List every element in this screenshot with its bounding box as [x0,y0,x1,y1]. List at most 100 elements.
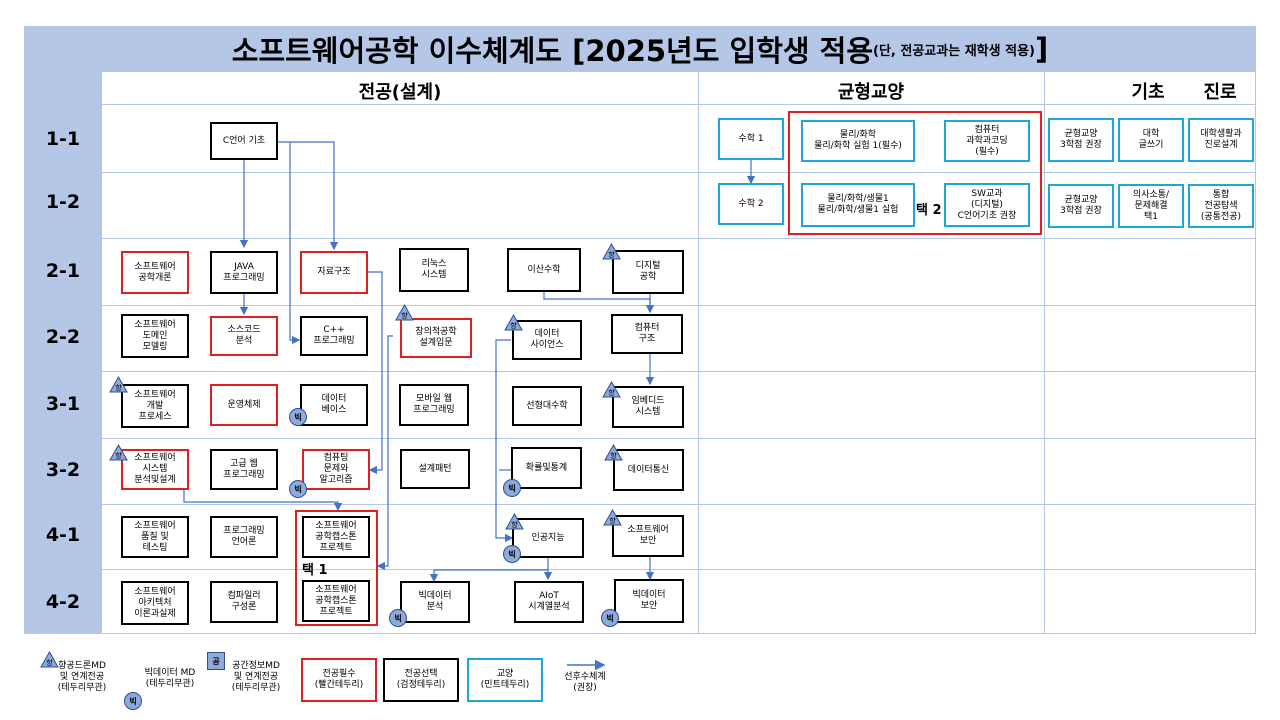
course-prob-stat[interactable]: 확률및통계 [511,447,582,489]
grid-line [102,305,1256,306]
course-bigdata-analysis[interactable]: 빅데이터 분석 [400,581,470,623]
course-math1[interactable]: 수학 1 [718,118,784,160]
grid-line [102,504,1256,505]
title-close: ] [1034,32,1049,66]
header-career: 진로 [1203,82,1237,103]
course-computing-algorithms[interactable]: 컴퓨팅 문제와 알고리즘 [302,449,370,490]
course-aiot[interactable]: AIoT 시계열분석 [514,581,584,623]
course-embedded-system[interactable]: 임베디드 시스템 [612,386,684,428]
title-sub: (단, 전공교과는 재학생 적용) [873,43,1035,59]
science-choice-label: 택 2 [916,203,942,218]
course-math2[interactable]: 수학 2 [718,183,784,225]
course-design-pattern[interactable]: 설계패턴 [400,449,470,489]
row-label-4-2: 4-2 [45,591,81,613]
bigdata-badge-icon: 빅 [601,609,619,627]
course-communication[interactable]: 의사소통/ 문제해결 택1 [1118,184,1184,228]
arrow-datasci-ai [495,339,514,543]
course-mobile-web[interactable]: 모바일 웹 프로그래밍 [399,384,469,426]
legend-gong-text: 공간정보MD 및 연계전공 (테두리무관) [231,661,281,693]
course-source-analysis[interactable]: 소스코드 분석 [210,316,278,356]
hyang-badge-icon: 향 [395,303,414,321]
course-os[interactable]: 운영체제 [210,384,278,426]
legend-prereq-text: 선후수체계 (권장) [564,672,606,693]
hyang-badge-icon: 향 [602,380,621,398]
course-integrated[interactable]: 통합 전공탐색 (공통전공) [1188,184,1254,228]
hyang-badge-label: 향 [608,388,615,397]
row-label-4-1: 4-1 [45,524,81,546]
course-capstone-1[interactable]: 소프트웨어 공학캡스톤 프로젝트 [302,516,370,558]
course-creative-design[interactable]: 창의적공학 설계입문 [400,318,472,358]
course-balanced-1[interactable]: 균형교양 3학점 권장 [1048,118,1114,162]
title-main: 소프트웨어공학 이수체계도 [2025년도 입학생 적용 [231,34,874,68]
header-major: 전공(설계) [358,82,442,103]
legend-required: 전공필수 (빨간테두리) [301,658,377,702]
course-linux[interactable]: 리눅스 시스템 [399,248,469,292]
course-balanced-2[interactable]: 균형교양 3학점 권장 [1048,184,1114,228]
legend-elective: 전공선택 (검정테두리) [383,658,459,702]
capstone-choice-group [295,510,378,626]
bigdata-badge-icon: 빅 [503,545,521,563]
legend-bigdata-icon: 빅 [124,692,142,710]
page-title: 소프트웨어공학 이수체계도 [2025년도 입학생 적용(단, 전공교과는 재학… [24,26,1256,72]
bigdata-badge-icon: 빅 [289,408,307,426]
course-sw-security[interactable]: 소프트웨어 보안 [612,515,684,557]
course-writing[interactable]: 대학 글쓰기 [1118,118,1184,162]
header-basic: 기초 [1131,82,1165,103]
legend-liberal: 교양 (민트테두리) [467,658,543,702]
course-java[interactable]: JAVA 프로그래밍 [210,251,278,294]
hyang-badge-label: 향 [510,321,517,330]
course-ai[interactable]: 인공지능 [512,518,584,558]
column-divider [1255,72,1256,634]
grid-line [102,569,1256,570]
arrow-sysanalysis-capstone [183,490,343,512]
course-se-domain-modeling[interactable]: 소프트웨어 도메인 모델링 [121,314,189,358]
legend-hyang-label: 향 [46,658,53,667]
semester-column [24,72,102,634]
hyang-badge-label: 향 [609,516,616,525]
course-se-process[interactable]: 소프트웨어 개발 프로세스 [121,384,189,428]
arrow-c-cpp [289,142,301,345]
hyang-badge-icon: 향 [602,242,621,260]
course-sw-system-analysis[interactable]: 소프트웨어 시스템 분석및설계 [121,449,189,490]
course-capstone-2[interactable]: 소프트웨어 공학캡스톤 프로젝트 [302,580,370,622]
course-cpp[interactable]: C++ 프로그래밍 [300,316,368,356]
course-sw-digital[interactable]: SW교과 (디지털) C언어기초 권장 [944,183,1030,227]
course-linear-algebra[interactable]: 선형대수학 [512,386,582,426]
course-digital-engineering[interactable]: 디지털 공학 [612,250,684,294]
course-advanced-web[interactable]: 고급 웹 프로그래밍 [210,449,278,490]
course-bigdata-security[interactable]: 빅데이터 보안 [614,579,684,623]
column-divider [698,72,699,634]
course-sw-architecture[interactable]: 소프트웨어 아키텍처 이론과실제 [121,581,189,625]
course-database[interactable]: 데이터 베이스 [300,384,368,426]
course-computer-architecture[interactable]: 컴퓨터 구조 [611,314,683,354]
arrow-discrete-comparch [543,292,655,314]
row-label-1-2: 1-2 [45,191,81,213]
hyang-badge-icon: 향 [109,375,128,393]
course-data-structure[interactable]: 자료구조 [300,251,368,294]
column-divider [1044,72,1045,634]
course-college-life[interactable]: 대학생활과 진로설계 [1188,118,1254,162]
row-label-2-1: 2-1 [45,260,81,282]
row-label-2-2: 2-2 [45,326,81,348]
course-data-science[interactable]: 데이터 사이언스 [512,320,582,360]
grid-line [102,238,1256,239]
course-c-basic[interactable]: C언어 기초 [210,122,278,160]
course-programming-languages[interactable]: 프로그래밍 언어론 [210,516,278,558]
course-phys-bio[interactable]: 물리/화학/생물1 물리/화학/생물1 실험 [801,183,915,227]
hyang-badge-icon: 향 [604,443,623,461]
arrow-c-datastruct [276,141,339,251]
course-computer-coding[interactable]: 컴퓨터 과학과코딩 (필수) [944,120,1030,162]
hyang-badge-label: 향 [115,451,122,460]
arrow-ds-computing [368,271,383,475]
legend-hyang-icon: 향 [40,650,59,668]
row-label-1-1: 1-1 [45,128,81,150]
grid-line [102,371,1256,372]
bigdata-badge-icon: 빅 [503,479,521,497]
course-data-communication[interactable]: 데이터통신 [613,449,684,491]
course-sw-quality-testing[interactable]: 소프트웨어 품질 및 테스팅 [121,516,189,558]
course-phys-chem[interactable]: 물리/화학 물리/화학 실험 1(필수) [801,120,915,162]
course-compiler[interactable]: 컴파일러 구성론 [210,581,278,623]
course-discrete-math[interactable]: 이산수학 [507,248,581,292]
course-se-intro[interactable]: 소프트웨어 공학개론 [121,251,189,294]
